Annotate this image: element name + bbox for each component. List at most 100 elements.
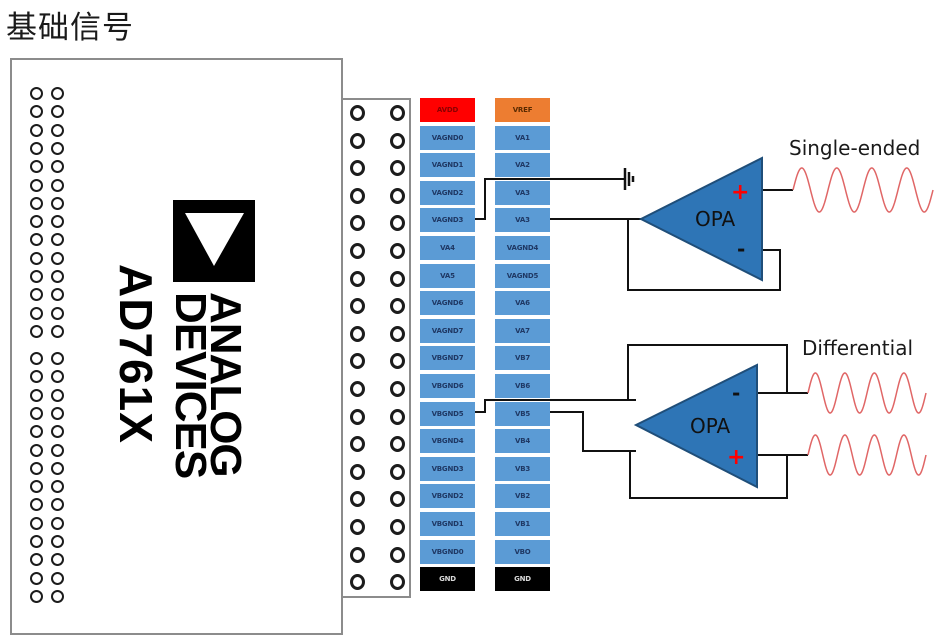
connector-hole: [390, 574, 405, 591]
board-hole: [30, 233, 43, 247]
board-hole: [51, 288, 64, 302]
connector-hole: [350, 491, 365, 508]
board-hole: [51, 87, 64, 100]
pin-left-10: VBGND6: [420, 374, 475, 398]
board-hole: [30, 87, 43, 100]
pin-left-1: VAGND0: [420, 125, 475, 150]
page-title: 基础信号: [6, 10, 134, 46]
pin-left-0: AVDD: [420, 98, 475, 122]
board-hole: [30, 270, 43, 283]
pin-right-7: VA6: [495, 291, 550, 316]
connector-hole: [350, 519, 365, 535]
analog-devices-logo-icon: [173, 200, 255, 282]
pin-right-11: VB5: [495, 401, 550, 426]
board-hole: [51, 571, 64, 585]
connector-hole: [390, 381, 405, 397]
pin-left-12: VBGND4: [420, 429, 475, 454]
adc-board: [10, 58, 343, 635]
board-hole: [30, 123, 43, 137]
board-hole: [51, 461, 64, 475]
board-hole: [30, 324, 43, 338]
connector-hole: [350, 105, 365, 121]
board-hole: [51, 425, 64, 439]
opamp-label-single: OPA: [695, 207, 736, 231]
pin-left-4: VAGND3: [420, 208, 475, 233]
wire-feedback-single: [627, 219, 781, 291]
board-hole: [51, 535, 64, 548]
board-hole: [51, 233, 64, 247]
logo-triangle-icon: [185, 213, 244, 266]
connector-hole: [350, 436, 365, 453]
pin-left-17: GND: [420, 567, 475, 592]
wave-single-ended: [792, 167, 934, 213]
board-hole: [30, 352, 43, 365]
plus-sign-diff: +: [727, 445, 745, 470]
board-hole: [51, 352, 64, 365]
board-hole: [51, 160, 64, 174]
board-hole: [51, 251, 64, 265]
board-hole: [51, 215, 64, 229]
wave-differential-minus: [807, 372, 927, 414]
board-hole: [30, 589, 43, 603]
pin-left-11: VBGND5: [420, 401, 475, 426]
connector-hole: [350, 463, 365, 480]
pin-right-17: GND: [495, 567, 550, 592]
wire-vagnd3-ground: [475, 178, 625, 220]
connector-hole: [390, 105, 405, 121]
connector-hole: [350, 574, 365, 591]
connector-hole: [350, 408, 365, 425]
connector-hole: [390, 325, 405, 342]
connector-hole: [350, 160, 365, 177]
pin-left-5: VA4: [420, 236, 475, 260]
connector-hole: [350, 187, 365, 204]
board-hole: [51, 306, 64, 320]
pin-left-7: VAGND6: [420, 291, 475, 316]
board-hole: [30, 288, 43, 302]
connector-hole: [350, 270, 365, 287]
pin-left-8: VAGND7: [420, 318, 475, 343]
board-hole: [51, 589, 64, 603]
wire-feedback-diff-top: [627, 344, 788, 400]
pin-right-9: VB7: [495, 346, 550, 371]
board-hole: [51, 370, 64, 384]
board-hole: [30, 306, 43, 320]
board-hole: [30, 105, 43, 119]
ground-icon: [623, 168, 635, 190]
board-hole: [51, 553, 64, 567]
pin-right-16: VBO: [495, 539, 550, 564]
pin-left-3: VAGND2: [420, 180, 475, 205]
connector-hole: [350, 298, 365, 315]
pin-right-3: VA3: [495, 180, 550, 205]
pin-left-14: VBGND2: [420, 484, 475, 509]
pin-left-13: VBGND3: [420, 456, 475, 481]
connector-hole: [390, 463, 405, 480]
connector-hole: [390, 270, 405, 287]
board-hole: [30, 516, 43, 530]
pin-right-1: VA1: [495, 125, 550, 150]
connector-hole: [390, 243, 405, 259]
board-hole: [30, 406, 43, 420]
wave-differential-plus: [807, 434, 927, 476]
connector-hole: [350, 325, 365, 342]
pin-left-16: VBGND0: [420, 539, 475, 564]
connector-hole: [350, 215, 365, 232]
board-hole: [30, 461, 43, 475]
pin-right-4: VA3: [495, 208, 550, 233]
opamp-single-ended: [638, 156, 763, 282]
wire-vb5-opa: [550, 411, 636, 452]
pin-left-15: VBGND1: [420, 512, 475, 536]
connector-hole: [390, 491, 405, 508]
board-hole: [30, 370, 43, 384]
pin-right-0: VREF: [495, 98, 550, 122]
board-hole: [51, 196, 64, 210]
board-hole: [30, 160, 43, 174]
pin-right-5: VAGND4: [495, 236, 550, 260]
board-hole: [51, 178, 64, 192]
plus-sign-single: +: [731, 180, 749, 205]
wire-feedback-diff-bottom: [629, 451, 788, 499]
board-hole: [30, 251, 43, 265]
connector-hole: [390, 298, 405, 315]
board-hole: [30, 196, 43, 210]
wire-vbgnd5-opa: [475, 399, 636, 413]
